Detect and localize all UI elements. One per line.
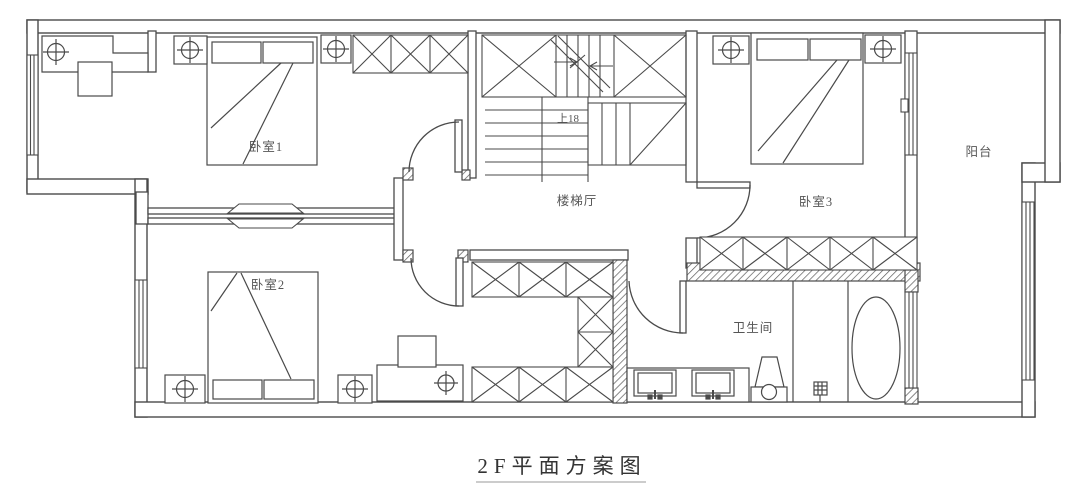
wall-bottom <box>134 401 1036 418</box>
bed-bedroom1 <box>206 36 318 166</box>
room-label-stair-hall: 楼梯厅 <box>557 193 598 208</box>
door-bedroom2 <box>410 257 464 307</box>
wall-right-upper <box>1044 19 1061 183</box>
doors <box>408 119 751 334</box>
wall-bedroom3-west <box>685 30 698 183</box>
room-label-bedroom3: 卧室3 <box>799 194 833 209</box>
wall-closet-east-hatched <box>612 259 628 404</box>
nightstand-br1-left <box>173 35 208 65</box>
window-alcove-west <box>26 54 39 156</box>
plan-title: 2F平面方案图 <box>477 454 646 478</box>
wall-stairhall-west <box>393 177 404 261</box>
stair-break-line <box>550 35 613 93</box>
room-label-bathroom: 卫生间 <box>733 321 774 335</box>
nightstand-br3-left <box>712 35 750 65</box>
wardrobe-bedroom3 <box>699 236 918 271</box>
furniture <box>41 32 902 404</box>
nightstand-br2-right <box>337 374 373 404</box>
wall-bathroom-east-hatched-lower <box>904 387 919 405</box>
sliding-door-panel-upper <box>226 203 305 214</box>
wall-above-closet <box>469 249 629 261</box>
window-bedroom2-west <box>134 279 148 369</box>
nightstand-br1-right <box>320 34 352 64</box>
wardrobes <box>352 34 918 403</box>
stair-treads-top <box>566 35 601 97</box>
desk-chair <box>397 335 437 368</box>
door-jamb-3 <box>402 249 414 263</box>
alcove-table <box>77 61 113 97</box>
door-jamb-1 <box>402 167 414 181</box>
floor-drain <box>813 381 828 402</box>
nightstand-br3-right <box>864 34 902 64</box>
stair-landing-cross-left <box>481 34 557 98</box>
staircase <box>481 34 687 182</box>
window-bedroom3-balcony <box>900 52 918 156</box>
door-bedroom1 <box>408 119 463 173</box>
closet-bottom-band <box>471 366 614 403</box>
door-bathroom <box>628 280 687 334</box>
sink-left <box>633 369 677 400</box>
bathtub <box>851 296 901 400</box>
room-label-bedroom1: 卧室1 <box>249 139 283 154</box>
closet-top-band <box>471 261 614 298</box>
stair-flight-right <box>587 102 687 166</box>
sliding-door-panel-lower <box>226 218 305 229</box>
wall-step-left <box>26 178 149 195</box>
sink-right <box>691 369 735 400</box>
room-label-bedroom2: 卧室2 <box>251 277 285 292</box>
alcove-counter <box>41 35 149 97</box>
stair-flight-left <box>485 97 589 182</box>
room-label-balcony: 阳台 <box>965 144 992 159</box>
wall-bedroom1-east <box>467 30 477 179</box>
window-bathroom-east <box>904 291 918 389</box>
windows <box>26 52 1035 389</box>
wardrobe-bedroom1 <box>352 34 469 74</box>
sliding-door-symbol <box>226 203 305 229</box>
door-bedroom3 <box>696 181 751 239</box>
bed-bedroom2 <box>207 271 319 404</box>
bed-bedroom3 <box>750 32 864 165</box>
nightstand-br2-left <box>164 374 206 404</box>
stair-direction-note: 上18 <box>557 112 579 125</box>
stair-landing-cross-right <box>613 34 687 98</box>
stair-upper-landing <box>481 34 687 98</box>
bathroom-vanity <box>626 367 750 403</box>
window-balcony-east <box>1021 201 1035 381</box>
toilet <box>750 356 788 403</box>
door-jamb-2 <box>461 169 471 181</box>
wall-junction-stub <box>135 191 149 225</box>
wall-alcove-stub <box>147 30 157 73</box>
desk <box>376 335 464 402</box>
closet-right-band <box>577 296 614 368</box>
bathtub-area <box>792 281 901 402</box>
wall-bathroom-east-hatched-upper <box>904 269 919 293</box>
